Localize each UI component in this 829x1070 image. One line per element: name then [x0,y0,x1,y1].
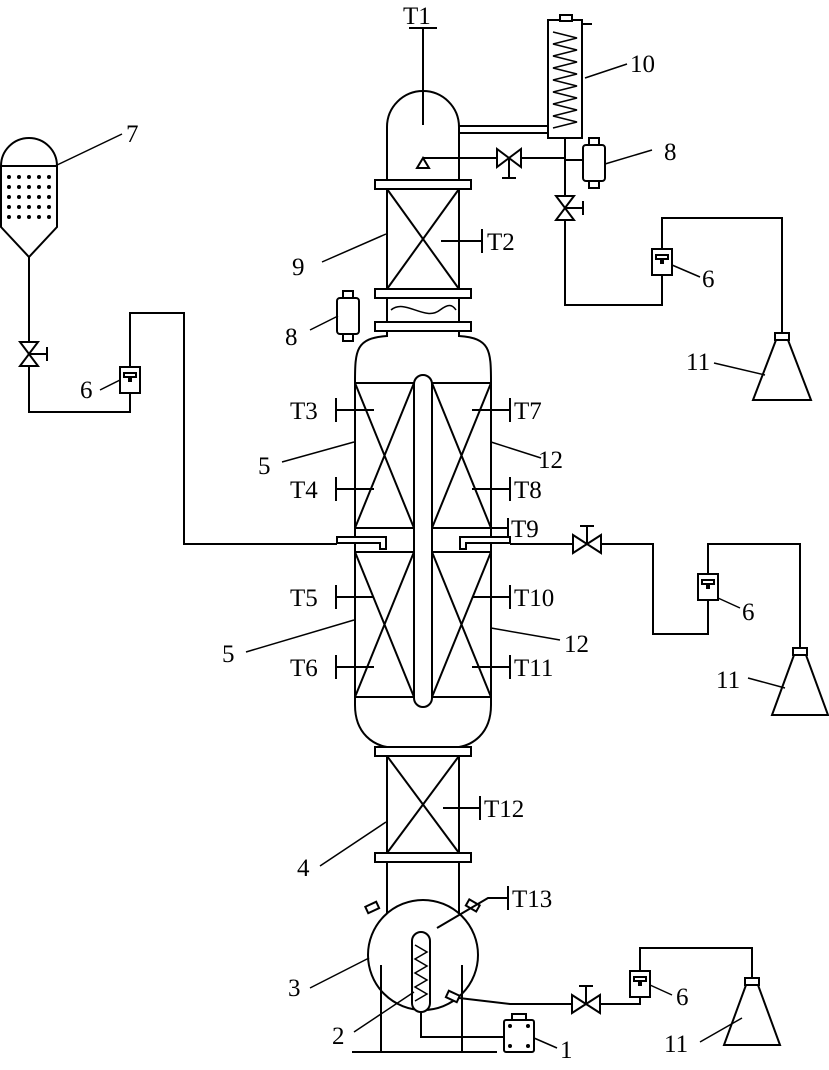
label-8-top: 8 [664,139,677,166]
feed-tank [0,137,58,259]
label-6-side: 6 [742,599,755,626]
label-T10: T10 [514,585,554,612]
packing-dot [47,185,51,189]
lower-packed-section [374,746,472,910]
label-11-bottom: 11 [664,1031,688,1058]
reflux-line [415,147,565,179]
label-5-upper: 5 [258,453,271,480]
packing-dot [37,205,41,209]
packing-dot [7,175,11,179]
feed-line [18,257,337,545]
label-12-upper: 12 [538,447,563,474]
pressure-gauge-left [336,290,360,342]
label-4: 4 [297,855,310,882]
label-9: 9 [292,254,305,281]
packing-dot [47,205,51,209]
label-5-lower: 5 [222,641,235,668]
label-3: 3 [288,975,301,1002]
label-T8: T8 [514,477,542,504]
label-T6: T6 [290,655,318,682]
packing-dot [37,215,41,219]
label-11-side: 11 [716,667,740,694]
label-11-top: 11 [686,349,710,376]
label-12-lower: 12 [564,631,589,658]
thermocouple-ticks [335,229,511,929]
reactive-section [336,331,511,751]
label-T11: T11 [514,655,553,682]
reboiler-flask [352,862,535,1053]
packing-dot [17,185,21,189]
bottoms-line [458,947,782,1046]
label-10: 10 [630,51,655,78]
pressure-gauge-top [565,137,606,189]
packing-dot [17,195,21,199]
upper-packed-section [374,179,472,332]
packing-dot [7,195,11,199]
labels: T1 T2 T3 T4 T5 T6 T7 T8 T9 T10 T11 T12 T… [80,3,755,1064]
label-T2: T2 [487,229,515,256]
label-1: 1 [560,1037,573,1064]
distillate-line [554,195,783,335]
packing-dot [37,175,41,179]
column-top-head [386,27,460,180]
label-6-bottom: 6 [676,984,689,1011]
packing-dot [17,205,21,209]
packing-dot [37,185,41,189]
receiver-flask-top [751,332,813,401]
packing-dot [7,185,11,189]
label-T9: T9 [511,516,539,543]
label-8-left: 8 [285,324,298,351]
packing-dot [27,175,31,179]
label-2: 2 [332,1023,345,1050]
side-draw-line [510,525,829,716]
label-T3: T3 [290,398,318,425]
label-T5: T5 [290,585,318,612]
label-6-feed: 6 [80,377,93,404]
label-T7: T7 [514,398,542,425]
packing-dot [47,175,51,179]
label-T4: T4 [290,477,318,504]
packing-dot [37,195,41,199]
vapor-line [459,125,548,134]
packing-dot [17,215,21,219]
packing-dot [7,215,11,219]
label-7: 7 [126,121,139,148]
label-T12: T12 [484,796,524,823]
condenser [547,14,592,195]
packing-dot [27,195,31,199]
packing-dot [27,215,31,219]
packing-dot [17,175,21,179]
packing-dot [7,205,11,209]
leader-lines [54,63,786,1049]
packing-dot [47,215,51,219]
label-T13: T13 [512,886,552,913]
label-T1: T1 [403,3,431,30]
packing-dot [47,195,51,199]
label-6-top: 6 [702,266,715,293]
packing-dot [27,205,31,209]
packing-dot [27,185,31,189]
